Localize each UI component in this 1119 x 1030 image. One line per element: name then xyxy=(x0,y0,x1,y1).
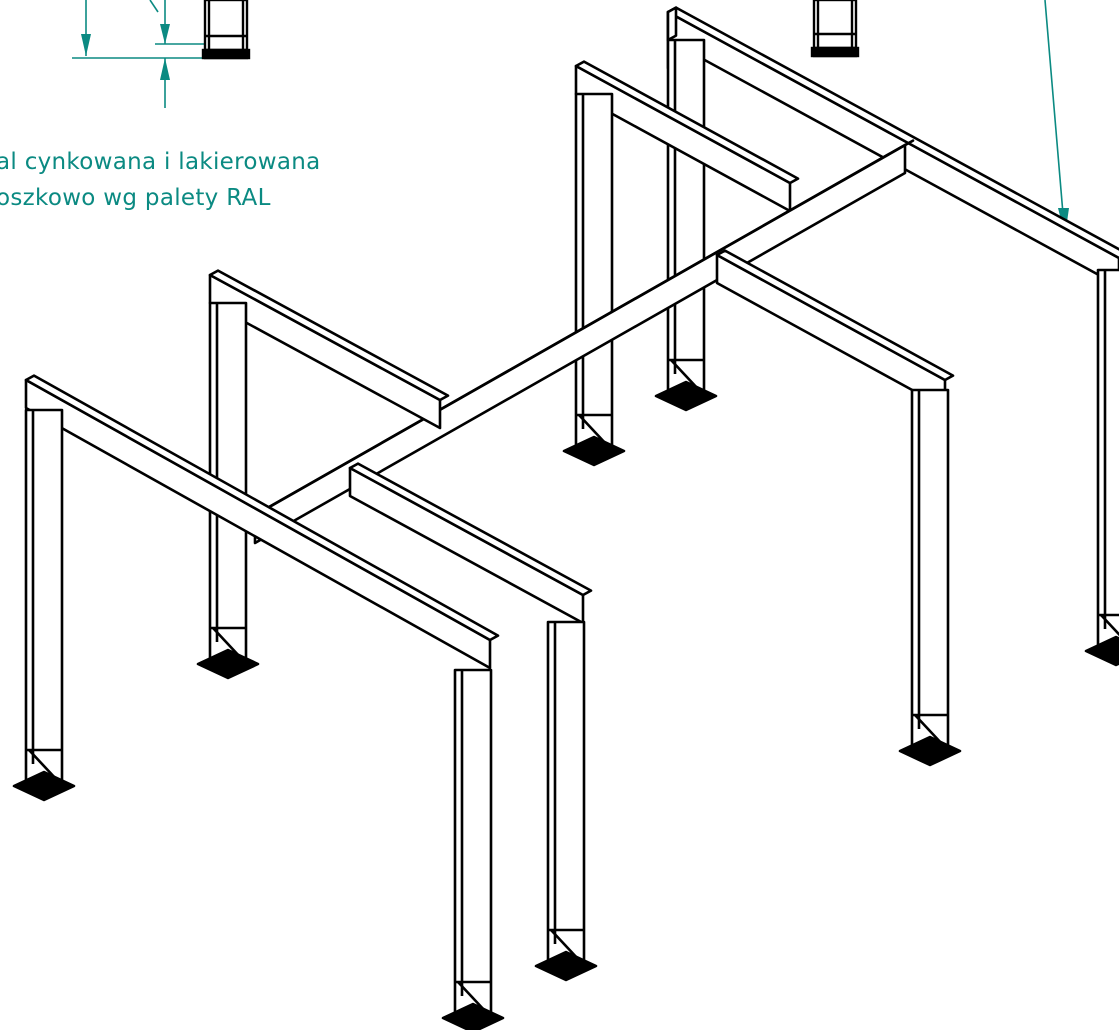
frame-back-mid-left-foot-plate xyxy=(562,435,626,467)
frame-front-right-top-beam-side xyxy=(715,253,947,410)
dimension-detail xyxy=(72,0,206,108)
frame-left-front-top-beam-top xyxy=(24,374,500,642)
frame-back-right-right-foot-plate xyxy=(1084,635,1119,667)
frame-left-back-foot-plate xyxy=(196,648,260,680)
annotation-line-2: oszkowo wg palety RAL xyxy=(0,185,271,211)
frame-left-back-top-beam-top xyxy=(208,269,450,402)
frame-left-front-right-foot-plate xyxy=(441,1002,505,1030)
frame-front-right-right-post xyxy=(910,388,950,757)
frame-front-right-right-foot-plate xyxy=(898,735,962,767)
post-detail-left xyxy=(201,0,251,60)
frame-mid-front-top-beam-top xyxy=(348,462,593,597)
post-detail-center xyxy=(810,0,860,58)
frame-back-mid-top-beam-top xyxy=(574,60,800,185)
frame-mid-front-right-post xyxy=(546,620,586,972)
frame-back-right-right-post xyxy=(1096,268,1119,657)
frame-back-right-end-beam-top xyxy=(666,6,678,42)
frame-back-mid-left-post xyxy=(574,92,614,457)
frame-back-right-left-post xyxy=(666,38,706,402)
frame-back-right-right-post-sleeve-diag xyxy=(1100,614,1119,637)
steel-frame xyxy=(12,6,1119,1030)
frame-mid-front-right-foot-plate xyxy=(534,950,598,982)
leader-line xyxy=(1044,0,1069,236)
frame-back-right-top-beam-top xyxy=(666,6,1119,260)
frame-back-right-left-foot-plate xyxy=(654,380,718,412)
frame-front-right-top-beam-top xyxy=(715,249,955,382)
frame-left-front-left-foot-plate xyxy=(12,770,76,802)
frame-left-front-right-post xyxy=(453,668,493,1024)
frame-left-front-left-post xyxy=(24,408,64,792)
annotation-line-1: al cynkowana i lakierowana xyxy=(0,149,321,175)
